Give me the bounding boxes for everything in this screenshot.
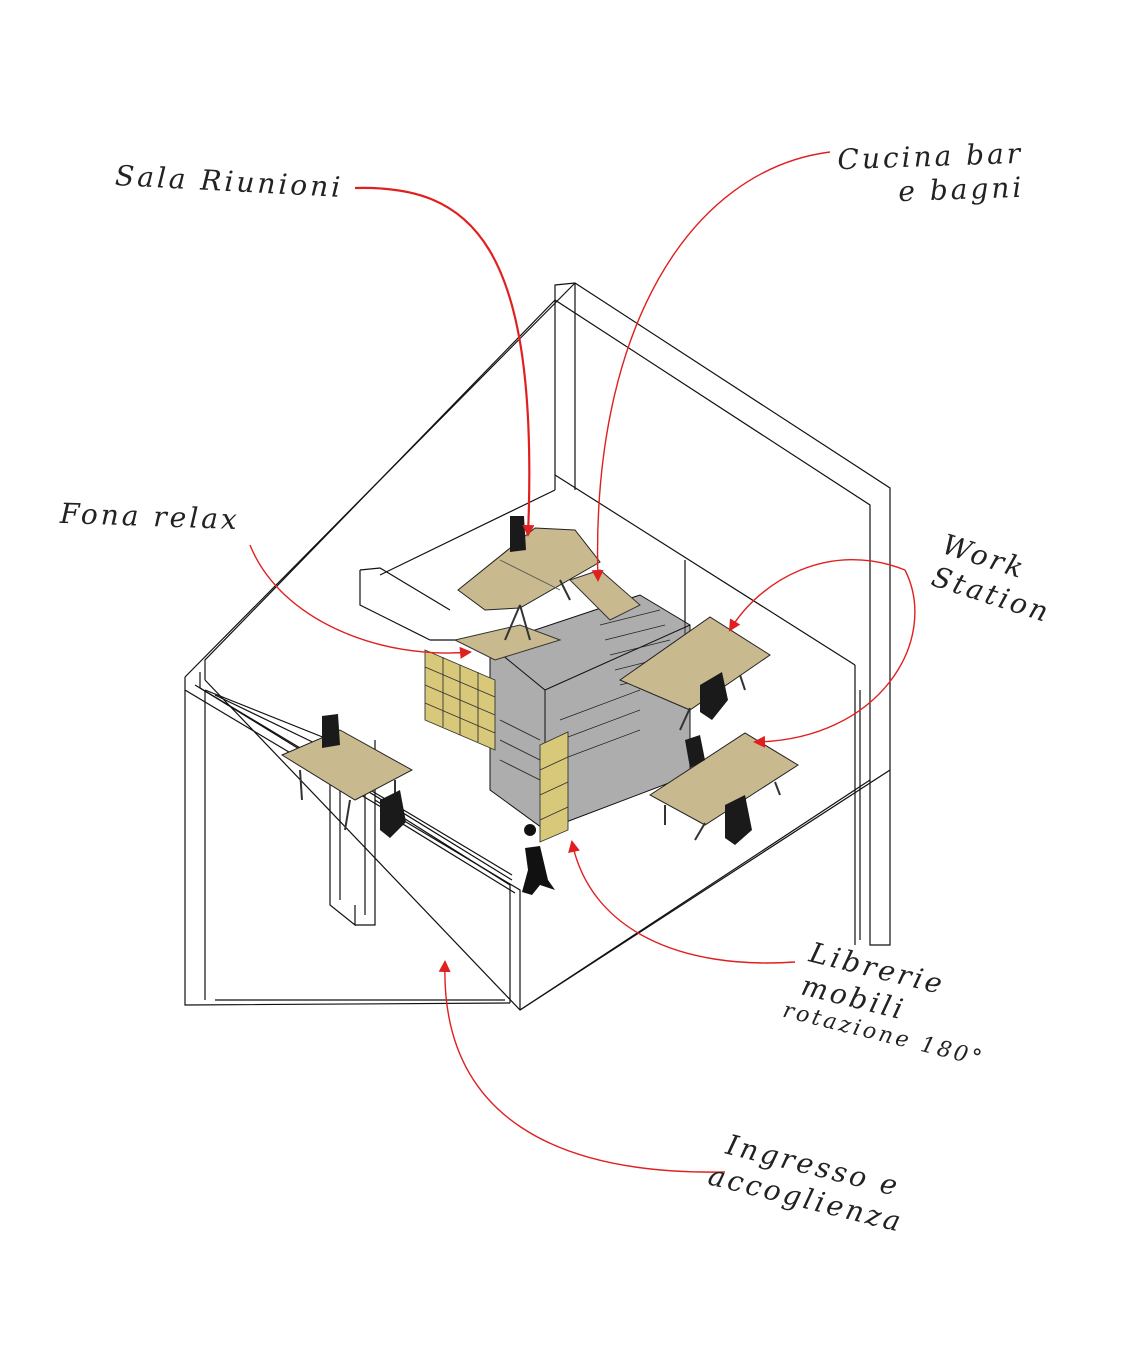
arrow-librerie: [568, 840, 796, 964]
wood-platforms: [453, 569, 641, 661]
building-wireframe: [184, 282, 891, 1011]
work-table-upper: [618, 616, 771, 731]
arrow-work-lower: [753, 569, 916, 748]
label-cucina-line1: Cucina bar: [836, 136, 1024, 177]
label-cucina-line2: e bagni: [897, 170, 1025, 208]
bookshelf-left: [424, 649, 496, 751]
label-fona-relax: Fona relax: [59, 497, 240, 537]
arrow-ingresso: [438, 960, 726, 1173]
arrow-fona: [249, 544, 472, 659]
meeting-table: [457, 516, 601, 641]
reception-table: [280, 714, 414, 838]
arrow-sala: [354, 186, 535, 537]
label-cucina-bar: Cucina bar e bagni: [837, 137, 1025, 211]
arrow-cucina: [591, 151, 831, 582]
arrow-work-upper: [728, 559, 906, 632]
person-silhouette: [522, 824, 555, 895]
work-table-lower: [649, 732, 799, 845]
bookshelf-right: [539, 731, 569, 843]
label-fona-text: Fona relax: [59, 496, 241, 537]
